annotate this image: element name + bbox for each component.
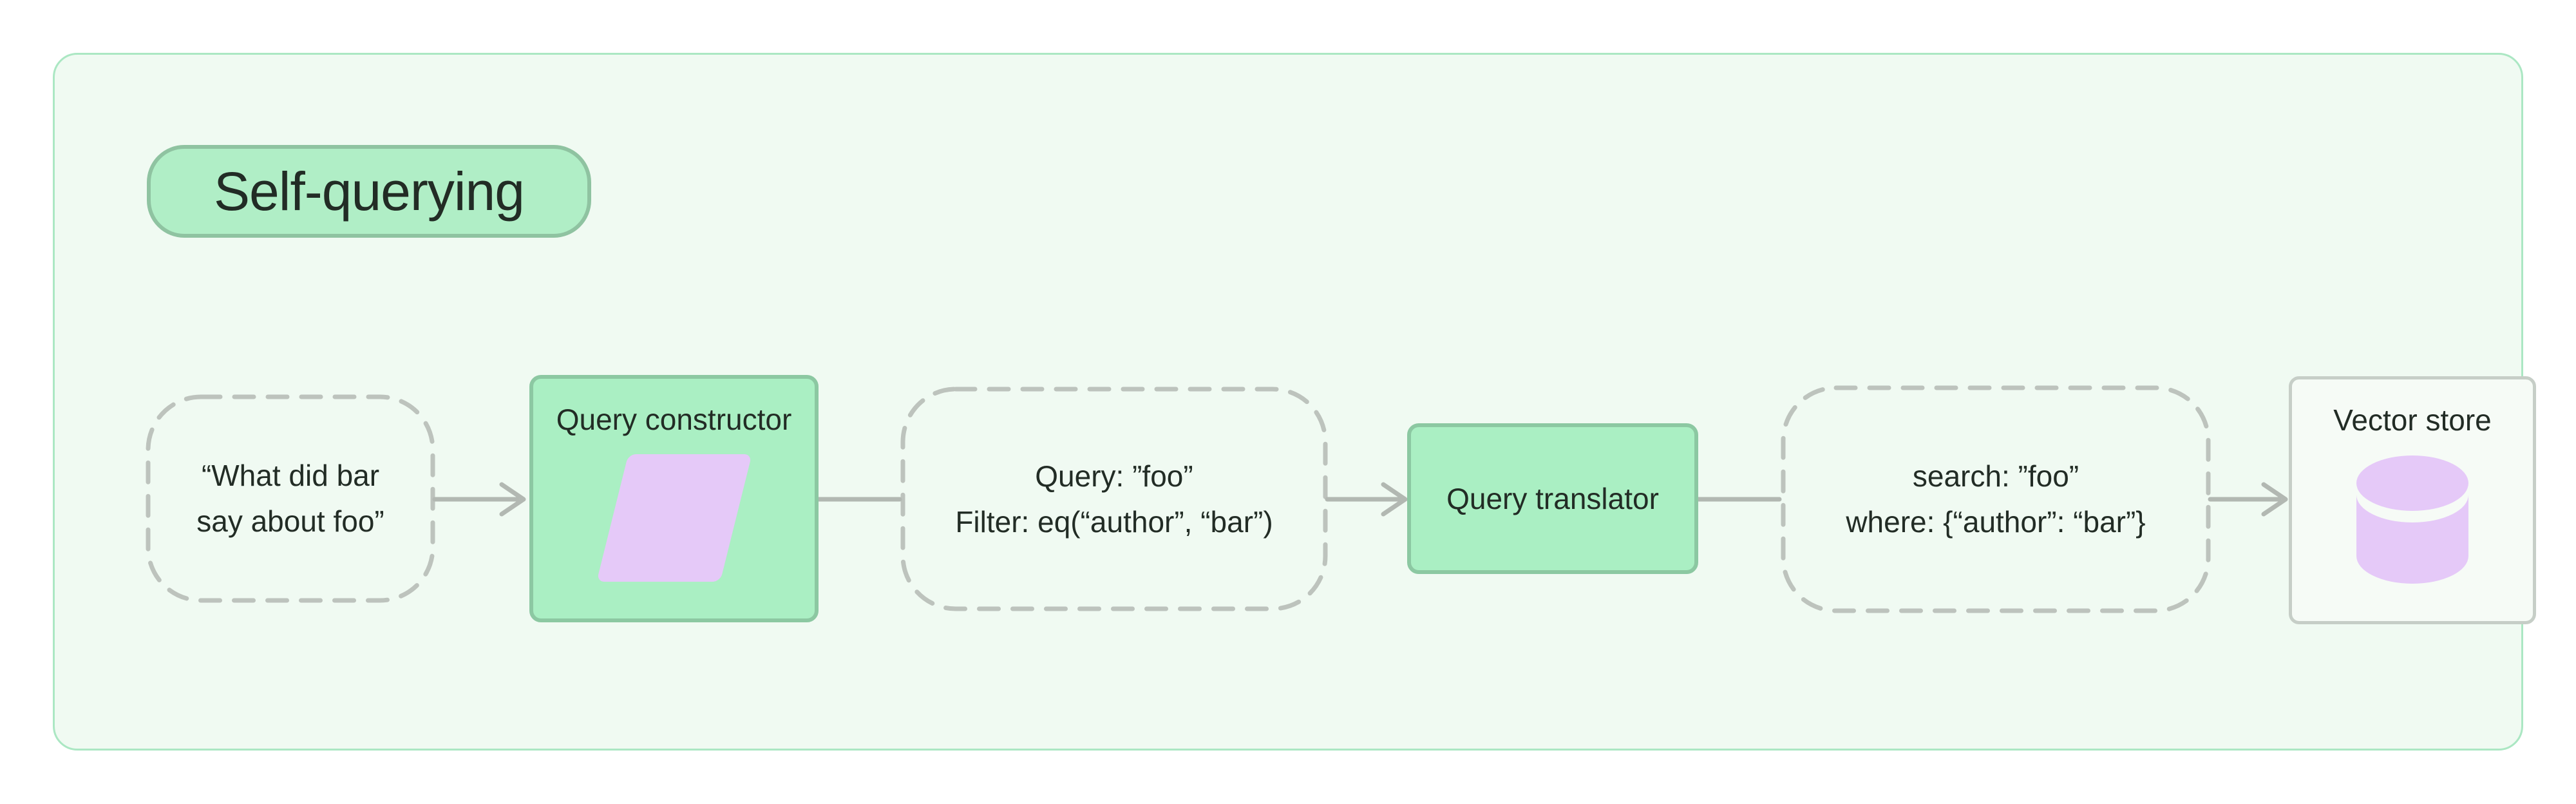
arrowhead-icon <box>2261 482 2288 517</box>
diagram-panel: Self-querying “What did bar say about fo… <box>53 53 2536 751</box>
diagram-title-badge: Self-querying <box>147 145 591 238</box>
diagram-title: Self-querying <box>214 160 525 222</box>
vector-store-title: Vector store <box>2333 403 2492 437</box>
node-query-constructor: Query constructor <box>529 375 819 622</box>
node-native-query-line2: where: {“author”: “bar”} <box>1846 505 2146 539</box>
arrowhead-icon <box>1381 482 1408 517</box>
connector-layer <box>146 385 2288 613</box>
node-structured-query: Query: ”foo” Filter: eq(“author”, “bar”) <box>901 387 1327 611</box>
node-native-query-line1: search: ”foo” <box>1912 459 2079 493</box>
node-user-query: “What did bar say about foo” <box>146 395 435 602</box>
query-constructor-title: Query constructor <box>556 403 792 436</box>
node-query-translator: Query translator <box>1407 423 1698 574</box>
parallelogram-icon <box>596 454 752 582</box>
query-translator-title: Query translator <box>1446 482 1659 515</box>
node-user-query-line1: “What did bar <box>201 459 380 492</box>
database-cylinder-icon <box>2356 455 2468 584</box>
node-user-query-line2: say about foo” <box>196 504 384 538</box>
node-vector-store: Vector store <box>2289 376 2536 624</box>
arrowhead-icon <box>499 482 526 517</box>
node-structured-query-line1: Query: ”foo” <box>1035 459 1193 493</box>
node-native-query: search: ”foo” where: {“author”: “bar”} <box>1781 386 2210 613</box>
node-structured-query-line2: Filter: eq(“author”, “bar”) <box>955 504 1273 539</box>
